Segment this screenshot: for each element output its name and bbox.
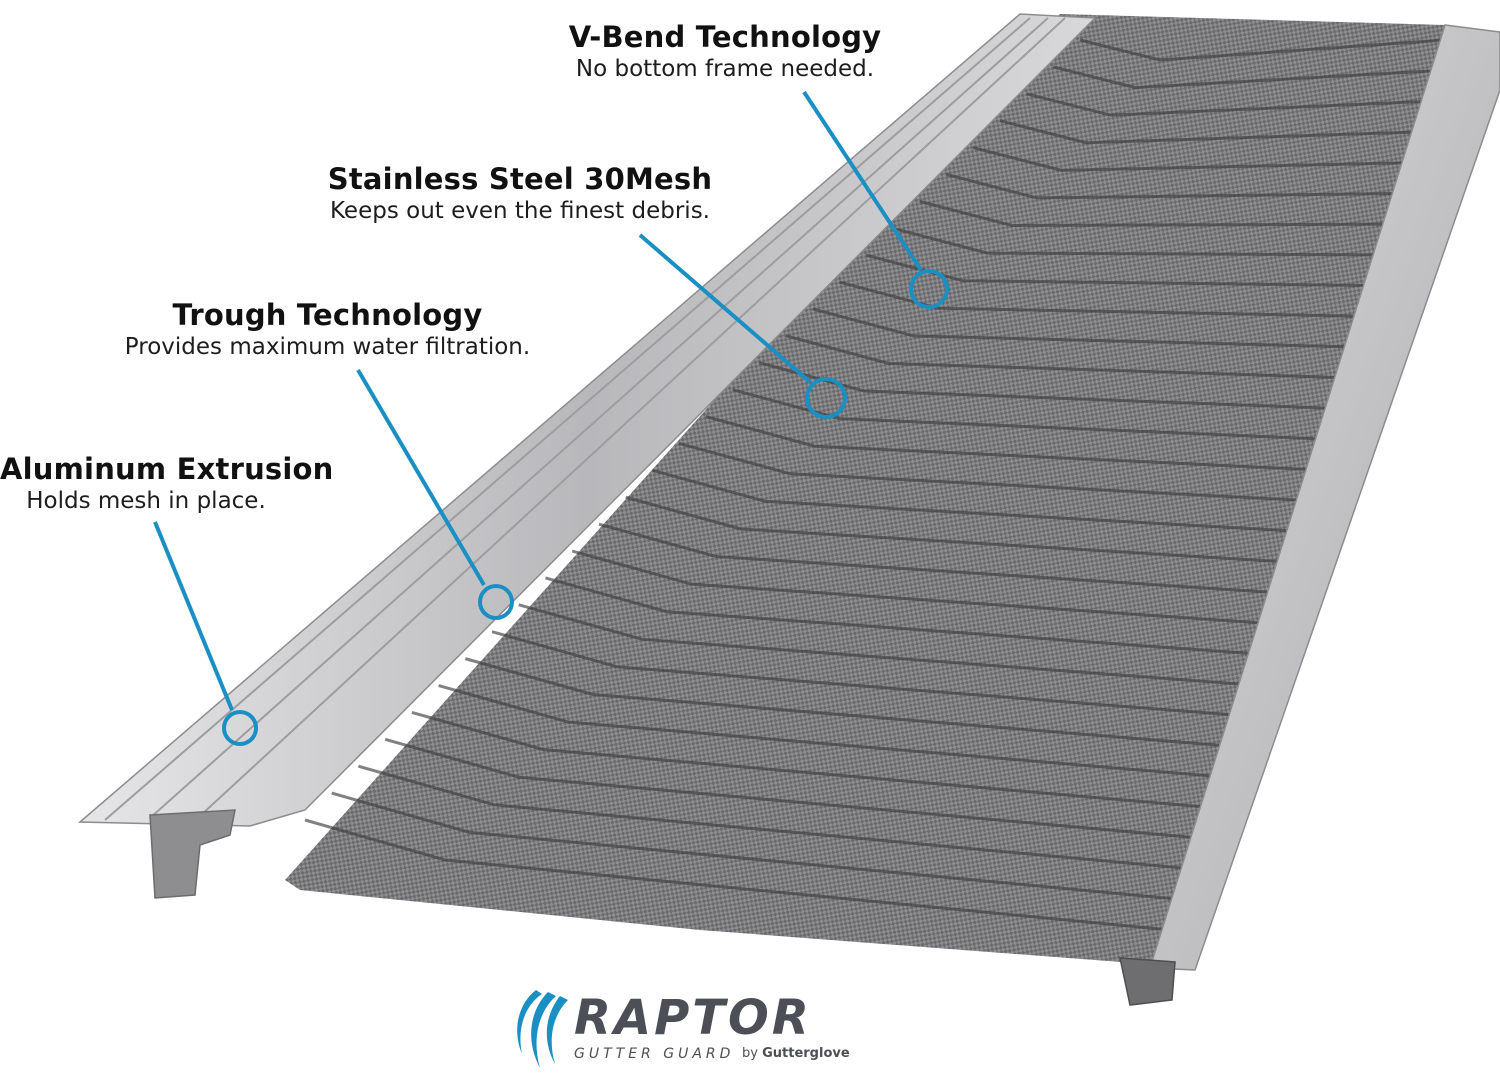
- trough-ridge: [812, 307, 1351, 349]
- logo-tagline: GUTTER GUARD: [574, 1046, 735, 1062]
- callout-title: Trough Technology: [172, 298, 483, 332]
- callout-subtitle: No bottom frame needed.: [575, 56, 875, 82]
- trough-ridge: [1079, 38, 1446, 62]
- trough-ridge: [358, 764, 1190, 871]
- trough-ridge: [785, 334, 1341, 380]
- trough-ridge: [678, 442, 1303, 502]
- callout-leaders: [153, 90, 949, 746]
- vbend-marker-circle: [909, 269, 949, 309]
- logo-byline: by Gutterglove: [742, 1046, 850, 1061]
- trough-ridge: [705, 415, 1313, 472]
- trough-ridge: [919, 199, 1389, 228]
- callout-trough: Trough Technology Provides maximum water…: [90, 298, 565, 362]
- claw-scratch-icon: [517, 990, 568, 1068]
- callout-mesh: Stainless Steel 30Mesh Keeps out even th…: [290, 162, 750, 226]
- trough-ridge: [438, 684, 1218, 779]
- logo-by-prefix: by: [742, 1046, 758, 1061]
- trough-ridge: [545, 576, 1256, 656]
- trough-ridge: [411, 710, 1209, 809]
- trough-ridge: [598, 522, 1275, 594]
- aluminum-rail-right: [1148, 24, 1500, 971]
- callout-subtitle: Keeps out even the finest debris.: [330, 198, 710, 224]
- trough-leader-line: [356, 368, 486, 587]
- trough-ridge: [625, 495, 1284, 564]
- callout-title: Aluminum Extrusion: [0, 452, 334, 486]
- trough-ridge: [571, 549, 1265, 625]
- trough-ridge: [999, 119, 1417, 145]
- vbend-leader-line: [802, 90, 923, 272]
- trough-ridge: [1052, 65, 1436, 90]
- alu-marker-circle: [222, 710, 258, 746]
- callout-subtitle: Holds mesh in place.: [26, 488, 266, 514]
- trough-ridge: [304, 818, 1171, 932]
- extrusion-end-cap: [149, 809, 236, 899]
- trough-ridge: [384, 737, 1199, 840]
- trough-marker-circle: [478, 584, 514, 620]
- trough-ridge: [758, 361, 1332, 410]
- callout-vbend: V-Bend Technology No bottom frame needed…: [560, 20, 890, 84]
- trough-ridge: [464, 657, 1228, 748]
- logo-wordmark: RAPTOR: [574, 990, 812, 1046]
- trough-ridges: [304, 38, 1446, 932]
- callout-title: Stainless Steel 30Mesh: [327, 162, 713, 196]
- trough-ridge: [331, 791, 1180, 901]
- callout-aluminum: Aluminum Extrusion Holds mesh in place.: [0, 452, 334, 516]
- trough-ridge: [892, 226, 1379, 257]
- trough-ridge: [1026, 92, 1427, 117]
- mesh-leader-line: [638, 233, 812, 384]
- alu-leader-line: [153, 521, 234, 711]
- trough-ridge: [732, 388, 1322, 441]
- trough-ridge: [652, 468, 1294, 533]
- rail-end-cap: [1119, 957, 1176, 1006]
- trough-ridge: [491, 630, 1237, 717]
- trough-ridge: [839, 280, 1360, 318]
- callout-subtitle: Provides maximum water filtration.: [124, 334, 531, 360]
- mesh-marker-circle: [805, 377, 847, 419]
- trough-ridge: [972, 146, 1408, 172]
- trough-ridge: [946, 173, 1398, 200]
- callout-title: V-Bend Technology: [568, 20, 882, 54]
- stainless-mesh-panel: [285, 14, 1445, 965]
- trough-ridge: [865, 253, 1370, 288]
- trough-ridge: [518, 603, 1246, 686]
- logo-by-brand: Gutterglove: [762, 1046, 850, 1061]
